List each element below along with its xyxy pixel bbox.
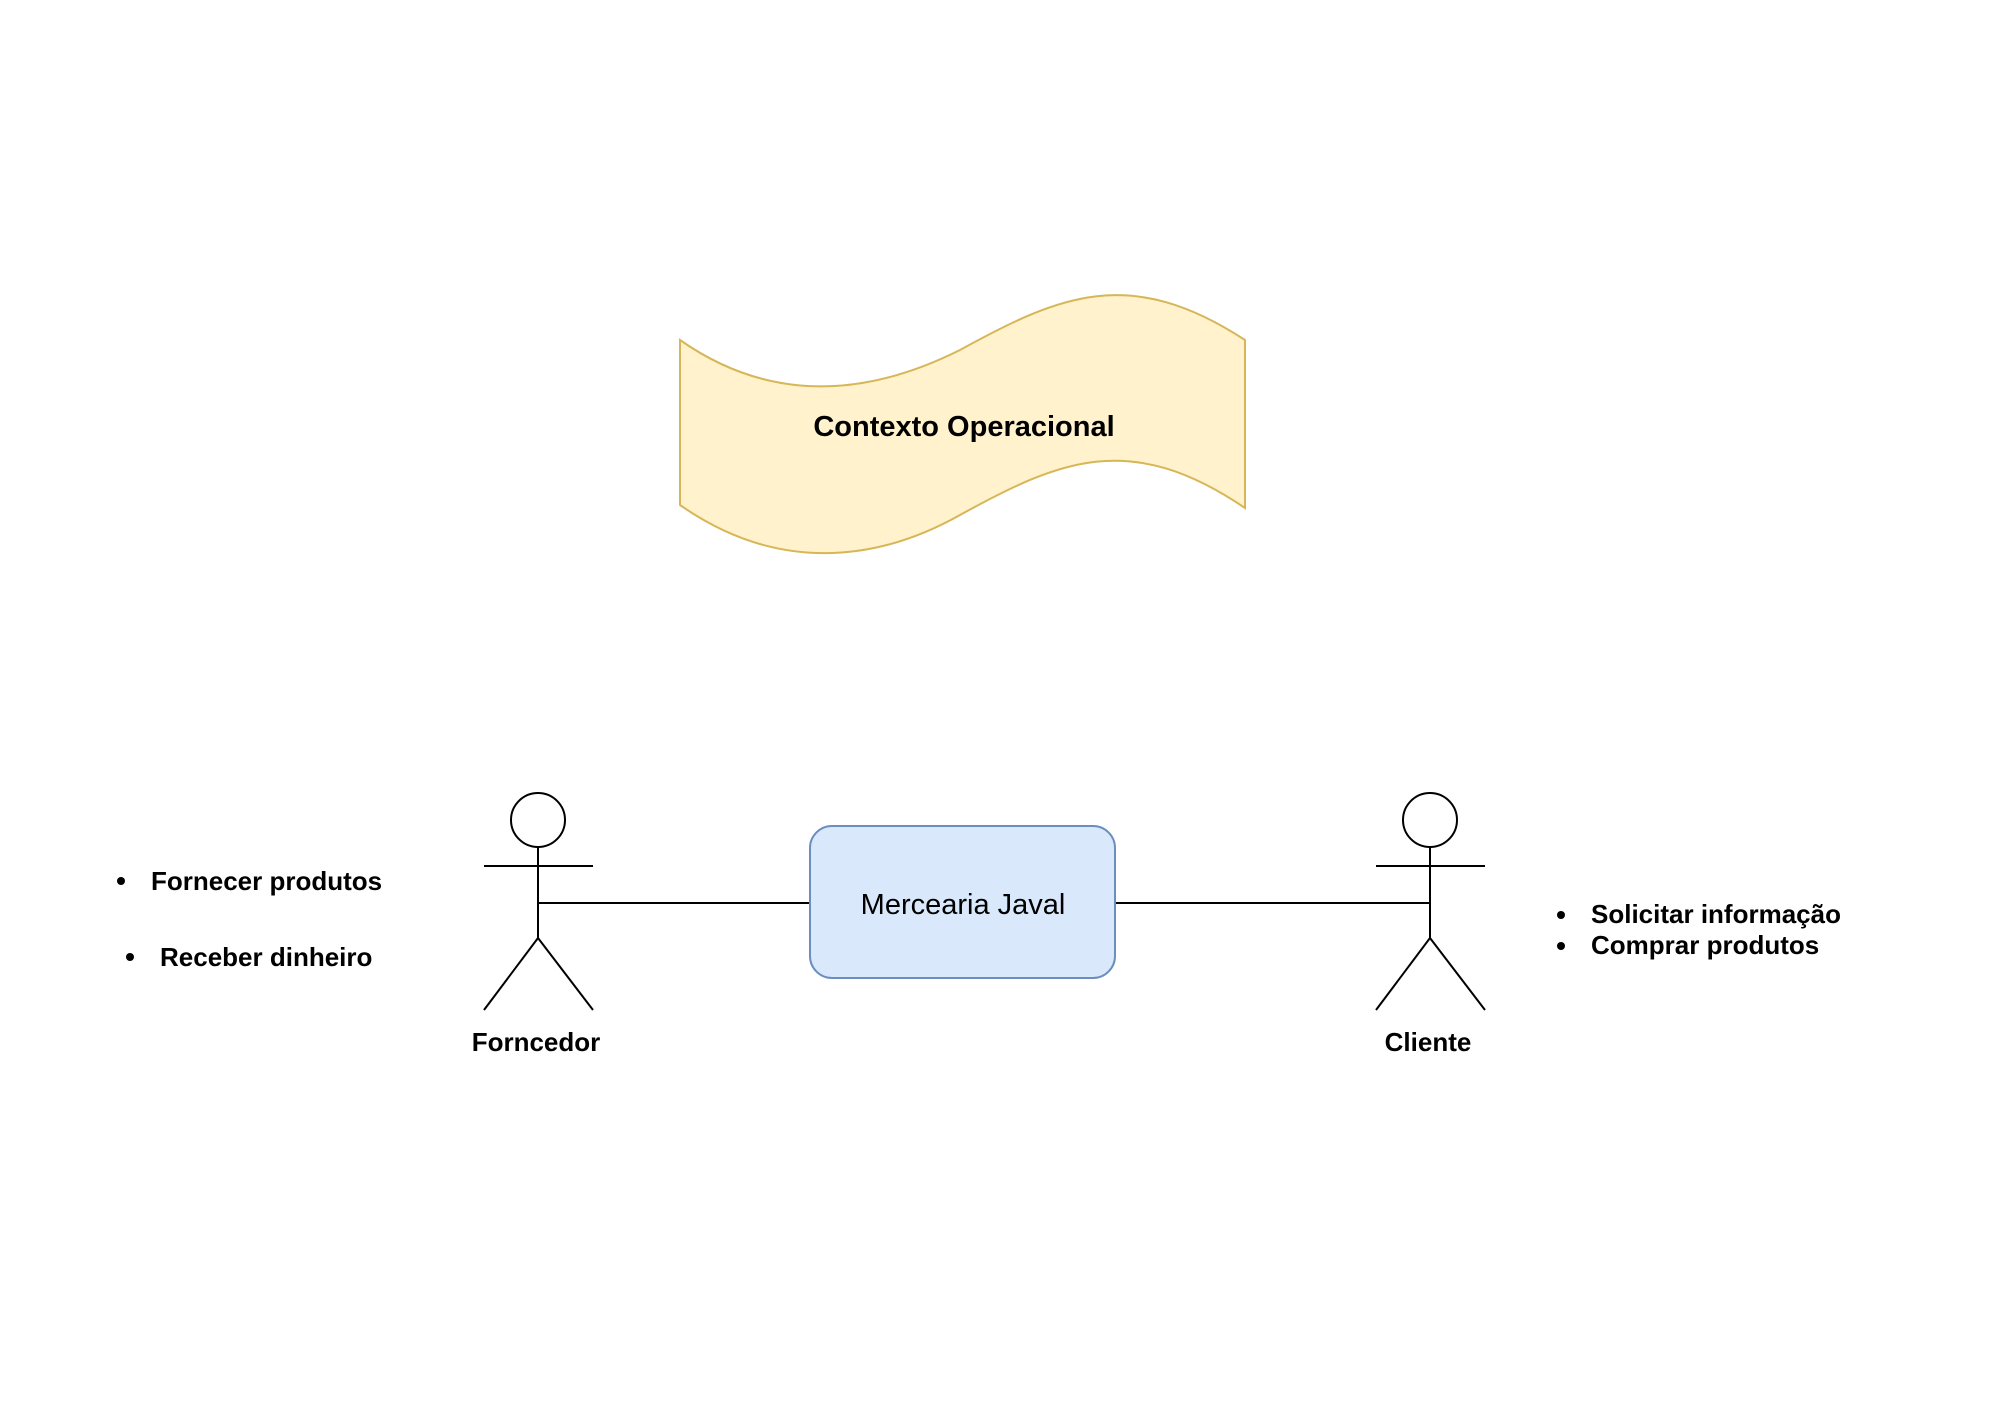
system-label: Mercearia Javal (861, 889, 1066, 921)
actor-supplier-leg-right (537, 937, 594, 1011)
actor-client-label: Cliente (1385, 1027, 1472, 1057)
client-notes-list: Solicitar informação Comprar produtos (1557, 899, 1841, 961)
title-banner-text: Contexto Operacional (813, 411, 1114, 443)
system-box[interactable] (809, 825, 1116, 979)
actor-supplier-head (510, 792, 566, 848)
client-note-item: Solicitar informação (1557, 899, 1841, 930)
actor-client-leg-left (1375, 937, 1431, 1011)
client-note-item: Comprar produtos (1557, 930, 1841, 961)
actor-supplier[interactable] (483, 792, 594, 1011)
actor-supplier-leg-left (483, 937, 539, 1011)
actor-client[interactable] (1375, 792, 1486, 1011)
actor-client-leg-right (1429, 937, 1486, 1011)
actor-client-head (1402, 792, 1458, 848)
title-banner-shape[interactable] (679, 294, 1246, 555)
supplier-note-item: Receber dinheiro (126, 938, 382, 976)
supplier-note-item: Fornecer produtos (117, 862, 382, 900)
actor-supplier-label: Forncedor (472, 1027, 601, 1057)
supplier-notes-list: Fornecer produtos Receber dinheiro (117, 862, 382, 976)
